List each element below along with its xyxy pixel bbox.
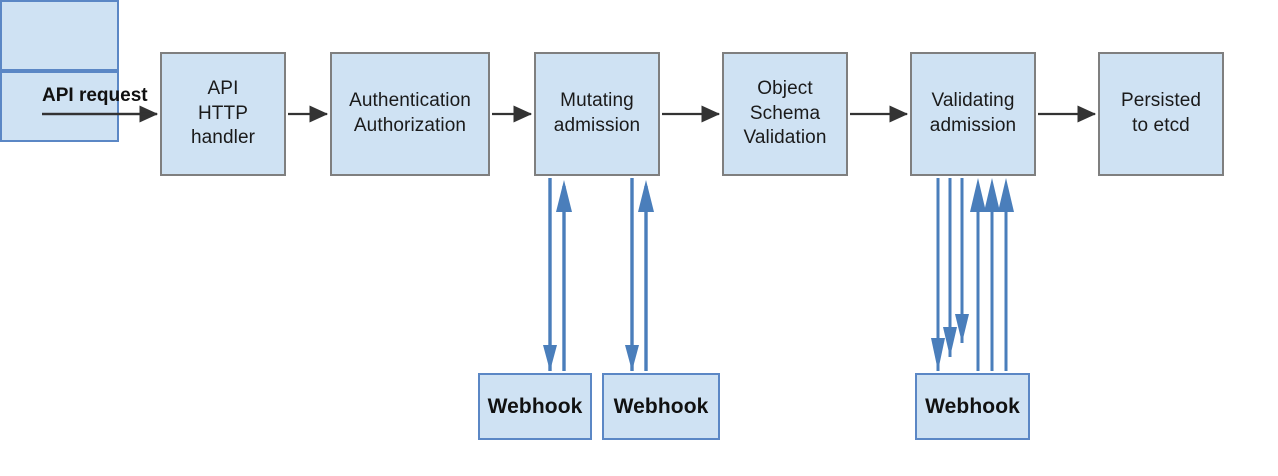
node-api-http-handler[interactable]: API HTTP handler — [160, 52, 286, 176]
validating-webhook-back-card — [0, 0, 119, 71]
validating-webhook-arrows — [931, 178, 1014, 371]
mutating-webhook-2-arrows — [625, 178, 654, 371]
api-request-label: API request — [42, 85, 148, 106]
node-mutating-admission[interactable]: Mutating admission — [534, 52, 660, 176]
validating-webhook-mid-card — [0, 71, 119, 142]
mutating-webhook-1-arrows — [543, 178, 572, 371]
node-object-schema[interactable]: Object Schema Validation — [722, 52, 848, 176]
node-validating-admission[interactable]: Validating admission — [910, 52, 1036, 176]
node-persisted-etcd[interactable]: Persisted to etcd — [1098, 52, 1224, 176]
webhook-mutating-2[interactable]: Webhook — [602, 373, 720, 440]
node-authn-authz[interactable]: Authentication Authorization — [330, 52, 490, 176]
webhook-mutating-1[interactable]: Webhook — [478, 373, 592, 440]
webhook-validating[interactable]: Webhook — [915, 373, 1030, 440]
